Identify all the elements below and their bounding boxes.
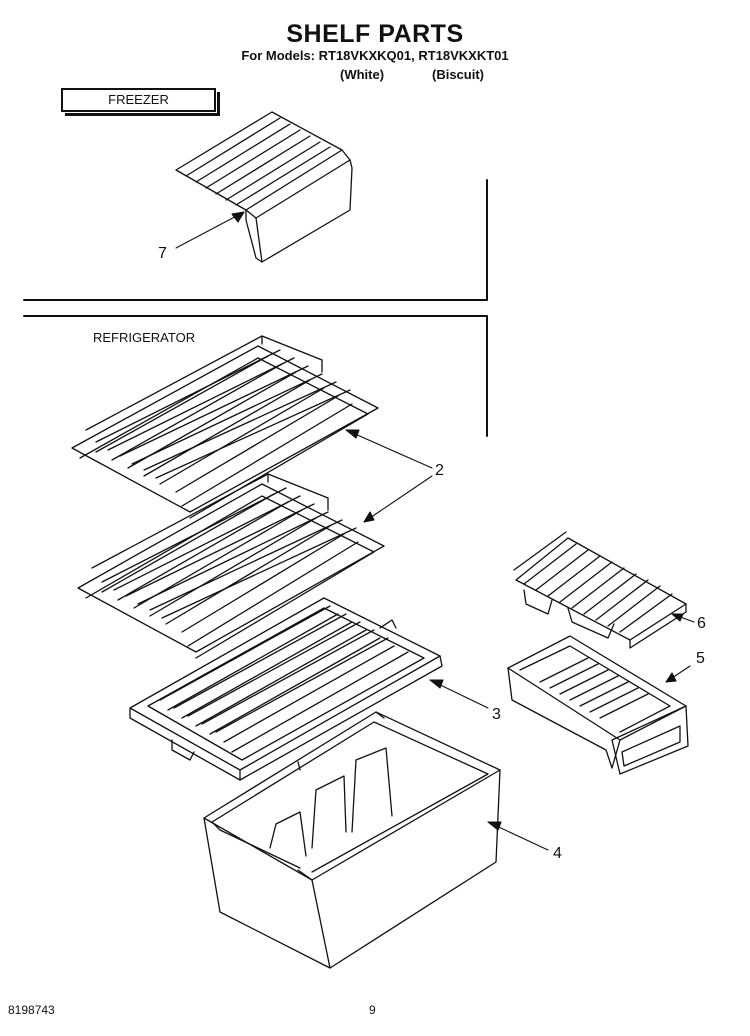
callout-2: 2 — [435, 462, 444, 479]
crisper-bin — [203, 711, 501, 969]
callout-5: 5 — [696, 650, 705, 667]
variant-white: (White) — [340, 67, 385, 82]
wire-shelf-upper — [71, 335, 379, 519]
section-dividers — [23, 179, 488, 437]
small-bin — [507, 635, 689, 775]
page-title: SHELF PARTS — [286, 20, 464, 48]
freezer-label: FREEZER — [61, 88, 220, 116]
callout-7: 7 — [158, 245, 167, 262]
callout-3: 3 — [492, 706, 501, 723]
callout-6: 6 — [697, 615, 706, 632]
freezer-wire-shelf — [175, 111, 353, 263]
callout-4: 4 — [553, 845, 562, 862]
document-number: 8198743 — [8, 1003, 55, 1017]
crisper-cover-frame — [129, 597, 443, 781]
leader-lines — [175, 211, 695, 851]
refrigerator-label: REFRIGERATOR — [93, 330, 196, 345]
page-number: 9 — [369, 1003, 376, 1017]
wire-shelf-lower — [77, 473, 385, 659]
small-wire-shelf — [513, 531, 687, 649]
variant-biscuit: (Biscuit) — [432, 67, 484, 82]
model-numbers: For Models: RT18VKXKQ01, RT18VKXKT01 — [241, 48, 509, 63]
